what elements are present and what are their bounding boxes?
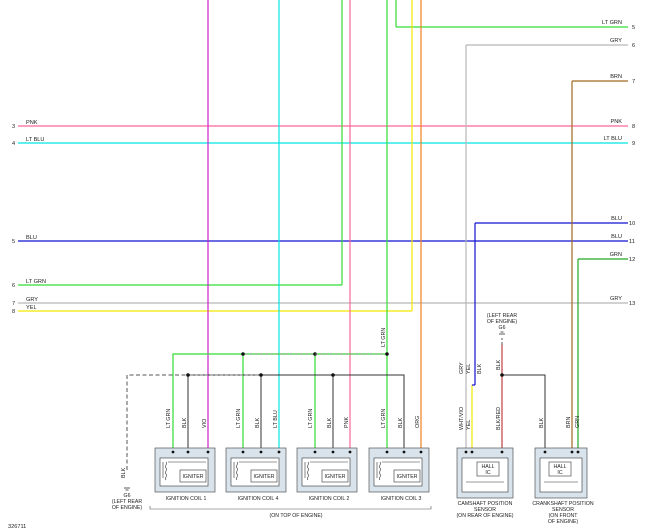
crank-caption-3: (ON FRONT — [549, 513, 579, 519]
right-label-6: GRY — [610, 38, 622, 44]
left-label-8: YEL — [26, 305, 37, 311]
g6-cam-loc-1: (LEFT REAR — [487, 313, 517, 319]
coil-1-caption: IGNITION COIL 1 — [166, 496, 207, 502]
igniter-label: IGNITER — [396, 474, 417, 480]
right-label-11: BLU — [611, 234, 622, 240]
igniter-label: IGNITER — [324, 474, 345, 480]
c2-wire-3: PNK — [344, 417, 350, 428]
c2-wire-2: BLK — [327, 417, 333, 428]
crank-caption-2: SENSOR — [552, 507, 574, 513]
right-num-10: 10 — [629, 221, 635, 227]
diagram-id: 326711 — [8, 524, 26, 530]
cam-wire-3: BLK/RED — [496, 407, 502, 430]
left-label-6: LT GRN — [26, 279, 46, 285]
c4-wire-3: LT BLU — [273, 410, 279, 428]
ignition-coil-1: IGNITER — [154, 447, 216, 493]
ground-dashed — [126, 374, 186, 470]
c3-wire-3: ORG — [415, 416, 421, 428]
crank-wire-3: GRN — [575, 416, 581, 428]
left-label-7: GRY — [26, 297, 38, 303]
right-label-12: GRN — [610, 252, 622, 258]
ground-g6-left-icon — [124, 487, 130, 491]
hall-label-1: HALL — [482, 464, 495, 470]
left-num-4: 4 — [12, 141, 15, 147]
coil-feed-label: LT GRN — [381, 328, 387, 347]
right-num-7: 7 — [632, 79, 635, 85]
left-num-6: 6 — [12, 283, 15, 289]
ignition-coil-2: IGNITER — [296, 447, 358, 493]
c3-wire-2: BLK — [398, 417, 404, 428]
cam-top-yel: YEL — [466, 364, 472, 374]
crank-wire-2: BRN — [566, 417, 572, 428]
g6-left-loc-2: OF ENGINE) — [112, 505, 143, 511]
cam-top-gry: GRY — [459, 362, 465, 374]
right-num-12: 12 — [629, 257, 635, 263]
cam-caption-3: (ON REAR OF ENGINE) — [456, 513, 513, 519]
right-num-9: 9 — [632, 141, 635, 147]
c1-wire-2: BLK — [182, 417, 188, 428]
left-label-3: PNK — [26, 120, 38, 126]
wire-blk-bus — [187, 374, 405, 448]
right-num-11: 11 — [629, 239, 635, 245]
cam-caption-1: CAMSHAFT POSITION — [458, 501, 513, 507]
cam-top-blk: BLK — [477, 363, 483, 374]
left-num-8: 8 — [12, 309, 15, 315]
hall-label-1: HALL — [554, 464, 567, 470]
igniter-label: IGNITER — [182, 474, 203, 480]
coil-group-bracket — [149, 506, 432, 510]
left-num-3: 3 — [12, 124, 15, 130]
c1-wire-1: LT GRN — [166, 409, 172, 428]
cam-wire-1: WHT/VIO — [459, 407, 465, 430]
right-label-5: LT GRN — [602, 20, 622, 26]
ignition-coil-4: IGNITER — [225, 447, 287, 493]
cam-caption-2: SENSOR — [474, 507, 496, 513]
right-label-9: LT BLU — [604, 136, 622, 142]
ground-g6-cam-icon — [499, 331, 505, 335]
wire-lt-grn-bus — [172, 353, 387, 448]
cam-wire-2: YEL — [466, 420, 472, 430]
igniter-label: IGNITER — [253, 474, 274, 480]
right-num-13: 13 — [629, 301, 635, 307]
crank-caption-4: OF ENGINE) — [548, 519, 579, 525]
left-label-5: BLU — [26, 235, 37, 241]
coil-3-caption: IGNITION COIL 3 — [381, 496, 422, 502]
c3-wire-1: LT GRN — [381, 409, 387, 428]
cam-blk-label: BLK — [496, 359, 502, 370]
hall-label-2: IC — [485, 470, 490, 476]
c4-wire-2: BLK — [255, 417, 261, 428]
right-num-8: 8 — [632, 124, 635, 130]
g6-cam-name: G6 — [499, 325, 506, 331]
g6-left-name: G6 — [124, 493, 131, 499]
c4-wire-1: LT GRN — [236, 409, 242, 428]
g6-cam-loc-2: OF ENGINE) — [487, 319, 518, 325]
right-label-10: BLU — [611, 216, 622, 222]
g6-left-wire: BLK — [121, 467, 127, 478]
c1-wire-3: VIO — [202, 419, 208, 428]
crankshaft-position-sensor: HALL IC — [534, 447, 588, 499]
camshaft-position-sensor: HALL IC — [456, 447, 514, 499]
right-label-8: PNK — [610, 119, 622, 125]
crank-wire-1: BLK — [539, 417, 545, 428]
ignition-coil-3: IGNITER — [368, 447, 430, 493]
left-num-7: 7 — [12, 301, 15, 307]
right-label-7: BRN — [610, 74, 622, 80]
right-num-5: 5 — [632, 25, 635, 31]
right-num-6: 6 — [632, 43, 635, 49]
coil-4-caption: IGNITION COIL 4 — [238, 496, 279, 502]
left-num-5: 5 — [12, 239, 15, 245]
right-label-13: GRY — [610, 296, 622, 302]
g6-left-loc-1: (LEFT REAR — [112, 499, 142, 505]
on-top-caption: (ON TOP OF ENGINE) — [269, 513, 322, 519]
c2-wire-1: LT GRN — [308, 409, 314, 428]
hall-label-2: IC — [557, 470, 562, 476]
crank-caption-1: CRANKSHAFT POSITION — [532, 501, 594, 507]
left-label-4: LT BLU — [26, 137, 44, 143]
coil-2-caption: IGNITION COIL 2 — [309, 496, 350, 502]
wire-blk-crank — [502, 374, 546, 448]
